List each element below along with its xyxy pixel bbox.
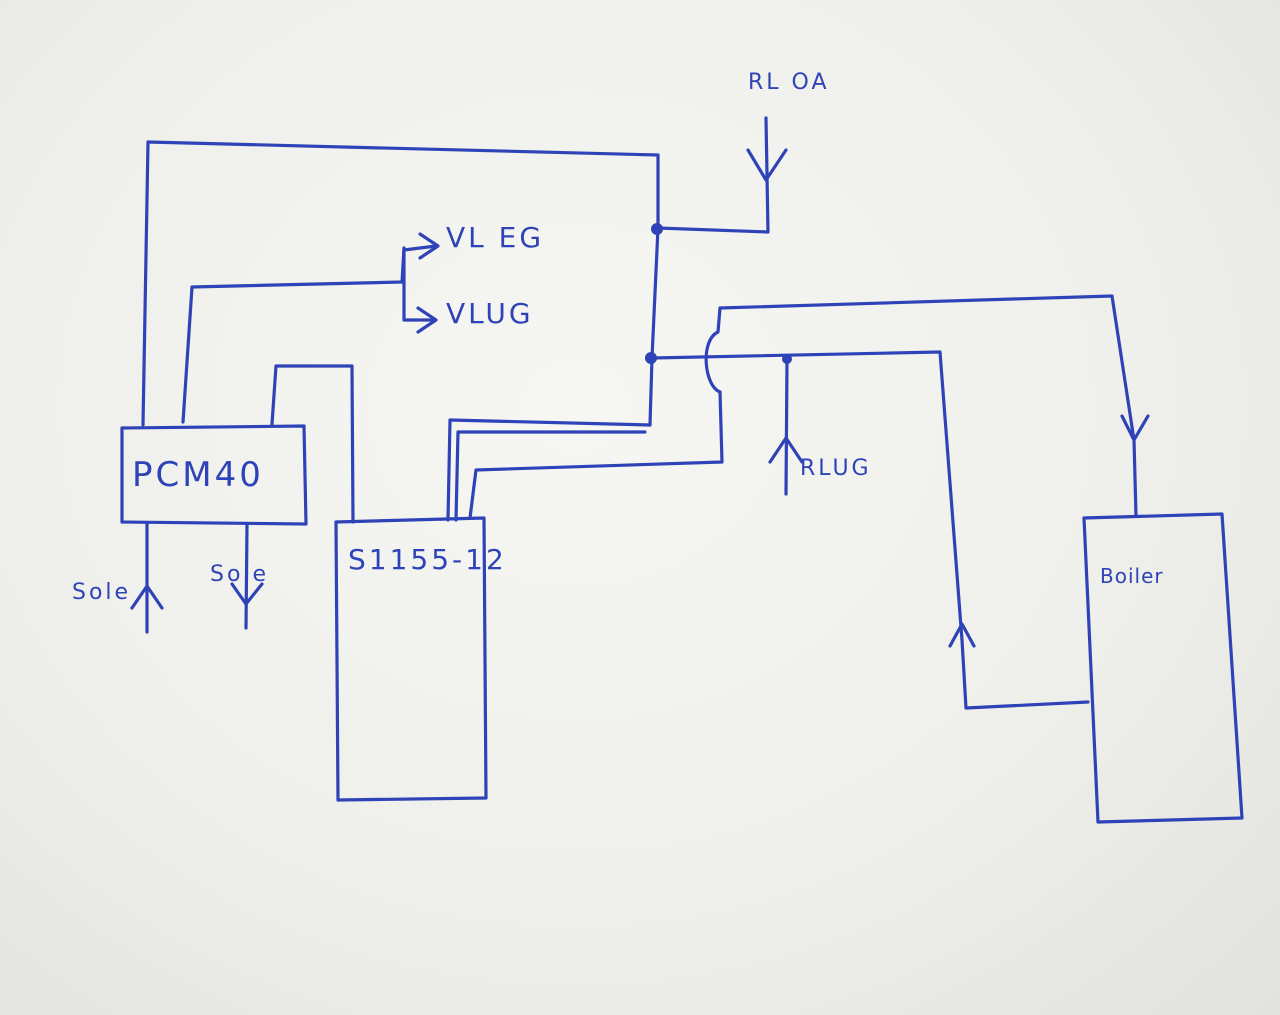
rl-junction-pipe bbox=[650, 350, 964, 642]
boiler-feed-arrow bbox=[1120, 414, 1150, 442]
junction-dot-lower bbox=[645, 352, 657, 364]
pcm-s1155-pipe bbox=[270, 364, 355, 524]
label-boiler: Boiler bbox=[1100, 564, 1164, 588]
boiler-return-arrow bbox=[948, 622, 976, 648]
label-s1155-12: S1155-12 bbox=[348, 543, 507, 576]
rl-oa-branch bbox=[656, 116, 770, 234]
junction-dot-upper bbox=[651, 223, 663, 235]
rl-ug-arrow bbox=[768, 436, 804, 464]
boiler-return-pipe bbox=[960, 638, 1090, 710]
label-sole-in: Sole bbox=[72, 580, 132, 605]
rl-oa-arrow bbox=[746, 148, 788, 182]
sole-out-arrow bbox=[230, 582, 264, 606]
s1155-outlet-pipe-b bbox=[454, 430, 647, 522]
vl-ug-stub bbox=[402, 248, 436, 322]
label-pcm40: PCM40 bbox=[132, 455, 264, 495]
s1155-outlet-pipe-a bbox=[446, 418, 652, 522]
top-loop-pipe bbox=[141, 140, 660, 427]
boiler-feed-pipe bbox=[718, 294, 1138, 518]
junction-dot-rl-ug bbox=[782, 354, 792, 364]
boiler-box-outline bbox=[1082, 512, 1244, 824]
vl-eg-stub bbox=[402, 244, 438, 252]
s1155-return-pipe bbox=[468, 390, 724, 520]
label-vl-ug: VLUG bbox=[446, 297, 534, 330]
label-rl-oa: RL OA bbox=[748, 70, 830, 95]
vl-eg-arrow bbox=[418, 232, 440, 260]
sole-out-pipe bbox=[244, 522, 249, 630]
s1155-box-outline bbox=[334, 516, 488, 802]
label-rl-ug: RLUG bbox=[800, 456, 872, 481]
right-main-riser bbox=[648, 226, 660, 427]
label-sole-out: Sole bbox=[210, 562, 270, 587]
vl-ug-arrow bbox=[416, 306, 438, 334]
pcm40-box-outline bbox=[120, 424, 308, 526]
sole-in-arrow bbox=[130, 584, 164, 610]
crossover-hump bbox=[704, 306, 722, 394]
pcm-vl-pipe bbox=[181, 246, 406, 424]
rl-ug-pipe bbox=[784, 358, 789, 496]
label-vl-eg: VL EG bbox=[446, 221, 545, 254]
